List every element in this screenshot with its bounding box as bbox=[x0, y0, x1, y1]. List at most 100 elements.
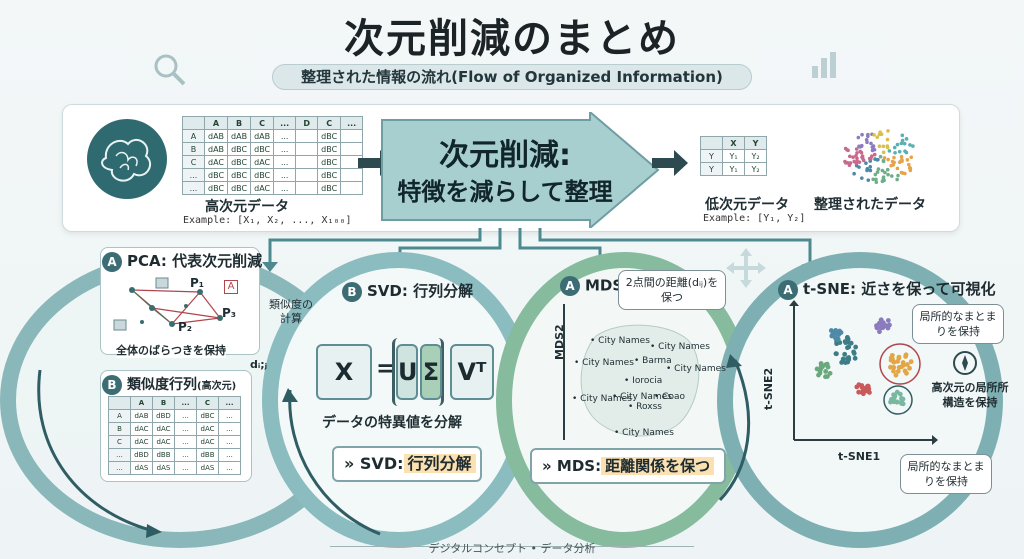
tsne-point bbox=[891, 368, 896, 374]
cluster-dot bbox=[872, 133, 876, 137]
mds-title: A MDS bbox=[560, 276, 623, 296]
table-cell: ... bbox=[273, 116, 297, 130]
center-arrow-title: 次元削減: bbox=[439, 138, 571, 173]
cluster-dot bbox=[892, 145, 897, 150]
city-label: • City Names bbox=[574, 358, 634, 368]
low-dim-example: Example: [Y₁, Y₂] bbox=[703, 213, 806, 224]
cluster-dot bbox=[874, 177, 878, 182]
cluster-dot bbox=[883, 170, 887, 175]
table-cell bbox=[108, 396, 131, 410]
table-cell: ... bbox=[182, 181, 205, 195]
pca-p2: P₂ bbox=[178, 320, 193, 334]
cluster-dot bbox=[900, 157, 904, 162]
table-cell: B bbox=[108, 422, 131, 436]
cluster-dot bbox=[848, 154, 852, 159]
page-title: 次元削減のまとめ bbox=[344, 16, 680, 62]
table-cell: ... bbox=[108, 461, 131, 475]
table-cell: B bbox=[152, 396, 175, 410]
cluster-dot bbox=[860, 132, 864, 137]
cluster-dot bbox=[872, 152, 877, 157]
table-cell: dAB bbox=[250, 129, 275, 143]
cluster-dot bbox=[843, 146, 848, 151]
table-cell: dAB bbox=[130, 409, 153, 423]
pca-side-note: 類似度の計算 bbox=[269, 298, 313, 325]
table-cell: dAC bbox=[196, 422, 219, 436]
city-label: • City Names bbox=[650, 342, 710, 352]
tsne-badge: A bbox=[778, 279, 798, 300]
table-cell: ... bbox=[174, 435, 197, 449]
tsne-point bbox=[851, 351, 857, 356]
cluster-dot bbox=[889, 163, 893, 168]
tsne-point bbox=[853, 344, 859, 350]
table-cell: A bbox=[130, 396, 153, 410]
mds-badge: A bbox=[560, 276, 580, 296]
pca-p3: P₃ bbox=[222, 306, 237, 320]
table-cell: Y bbox=[744, 136, 767, 150]
cluster-dot bbox=[880, 168, 885, 173]
cluster-dot bbox=[906, 162, 911, 167]
cluster-dot bbox=[885, 137, 890, 142]
tsne-point bbox=[892, 393, 898, 399]
pca-title-text: PCA: 代表次元削減 bbox=[127, 252, 263, 270]
city-label: • City Names bbox=[590, 336, 650, 346]
mds-title-text: MDS bbox=[585, 276, 624, 295]
pca-card bbox=[100, 247, 260, 355]
cluster-dot bbox=[866, 132, 870, 137]
table-cell: ... bbox=[218, 448, 241, 462]
cluster-dot bbox=[903, 149, 907, 153]
tsne-point bbox=[861, 391, 866, 397]
table-cell: dAC bbox=[196, 435, 219, 449]
tsne-point bbox=[908, 359, 914, 365]
cluster-dot bbox=[854, 147, 859, 151]
pca-caption: 全体のばらつきを保持 bbox=[116, 342, 226, 358]
tsne-point bbox=[814, 366, 820, 372]
tsne-point bbox=[823, 369, 829, 374]
table-cell: ... bbox=[108, 448, 131, 462]
city-label: • Iorocia bbox=[624, 376, 663, 386]
table-cell: ... bbox=[174, 409, 197, 423]
table-cell: ... bbox=[218, 435, 241, 449]
cluster-dot bbox=[852, 171, 856, 176]
table-cell: dAS bbox=[196, 461, 219, 475]
tsne-point bbox=[846, 344, 852, 350]
tsne-point bbox=[843, 340, 849, 346]
cluster-dot bbox=[902, 141, 907, 146]
svd-equals: = bbox=[376, 354, 397, 382]
cluster-dot bbox=[878, 130, 882, 134]
high-dim-example: Example: [X₁, X₂, ..., X₁₀₀] bbox=[183, 215, 352, 226]
table-cell: dAS bbox=[130, 461, 153, 475]
tsne-callout-top: 局所的なまとまりを保持 bbox=[912, 304, 1004, 344]
table-cell: ... bbox=[273, 181, 297, 195]
arrow-right-icon bbox=[652, 150, 688, 176]
tsne-point bbox=[889, 397, 894, 402]
tsne-point bbox=[827, 370, 833, 376]
table-cell: ... bbox=[218, 461, 241, 475]
cluster-dot bbox=[886, 157, 890, 162]
table-cell: dAC bbox=[250, 181, 275, 195]
table-cell: dBD bbox=[130, 448, 153, 462]
table-cell: dAC bbox=[152, 435, 175, 449]
tsne-callout-bottom: 局所的なまとまりを保持 bbox=[900, 454, 992, 494]
tsne-point bbox=[852, 355, 858, 361]
cluster-dot bbox=[881, 144, 886, 149]
table-cell: dAC bbox=[152, 422, 175, 436]
cluster-dot bbox=[869, 141, 873, 146]
svd-matrix-vt: Vᵀ bbox=[450, 344, 494, 400]
cluster-dot bbox=[892, 160, 896, 165]
tsne-point bbox=[905, 362, 910, 367]
table-cell: ... bbox=[340, 116, 364, 130]
cluster-icon bbox=[843, 129, 915, 185]
table-cell: ... bbox=[174, 448, 197, 462]
cluster-dot bbox=[908, 166, 912, 170]
tsne-point bbox=[885, 318, 891, 323]
table-cell: ... bbox=[174, 422, 197, 436]
magnifier-icon bbox=[154, 54, 186, 86]
table-cell: ... bbox=[174, 461, 197, 475]
svd-caption: データの特異値を分解 bbox=[322, 415, 462, 431]
cluster-dot bbox=[859, 144, 864, 148]
